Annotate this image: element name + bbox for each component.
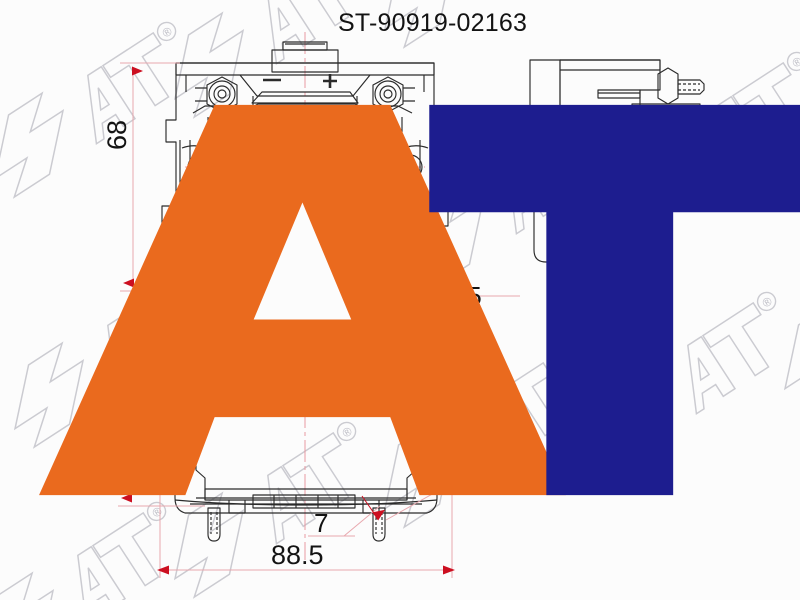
side-bolt	[657, 67, 705, 105]
logo-letter-t	[429, 104, 800, 496]
dimension-label-7: 7	[314, 508, 329, 538]
stud-left	[207, 507, 221, 542]
dimension-7-leader	[308, 495, 386, 537]
page-title: ST-90919-02163	[338, 9, 528, 37]
stud-right	[372, 507, 386, 542]
plus-marker	[323, 74, 337, 88]
dimension-label-88-5: 88.5	[271, 540, 324, 570]
terminal-left	[195, 76, 238, 113]
